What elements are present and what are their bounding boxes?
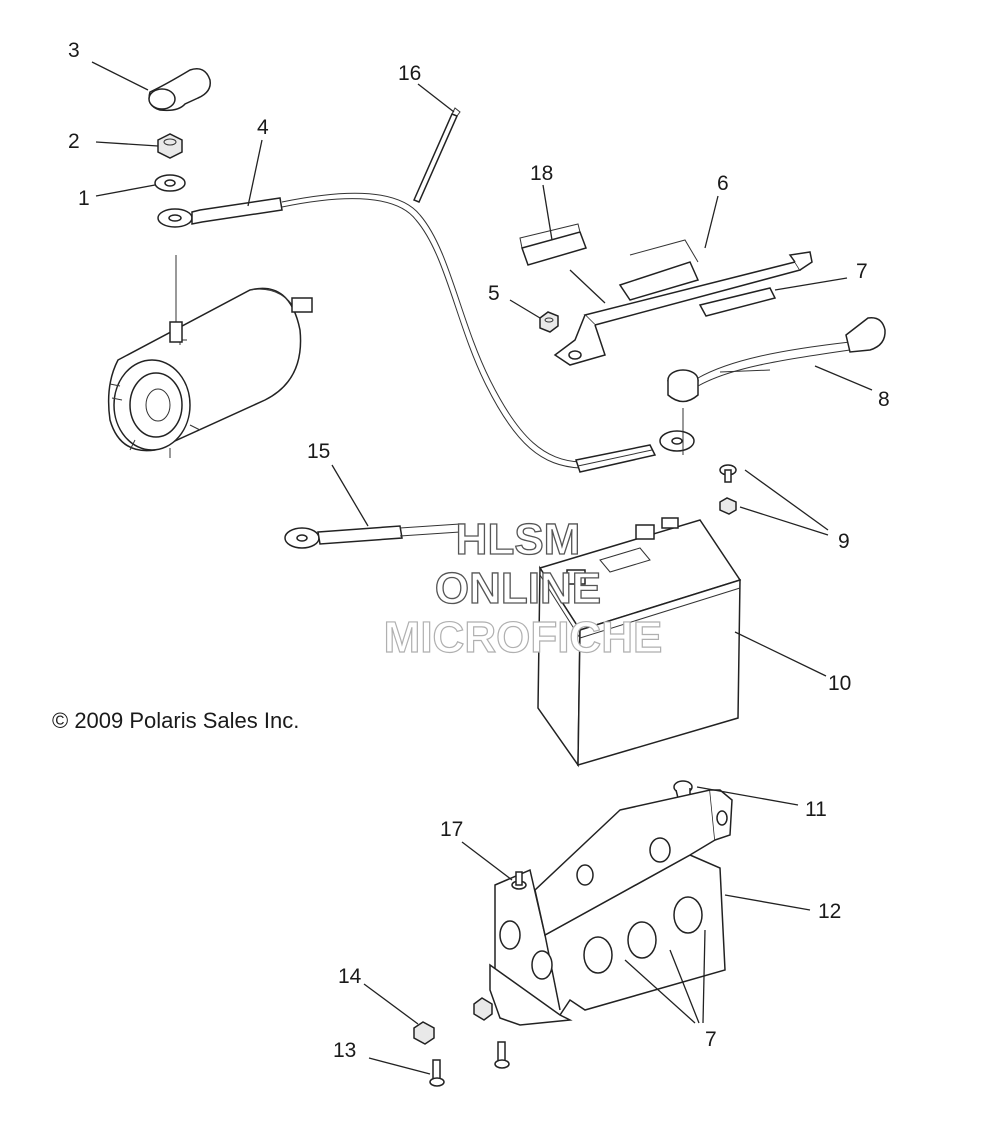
copyright-text: © 2009 Polaris Sales Inc. bbox=[52, 708, 299, 733]
part-13-bolt[interactable] bbox=[429, 1041, 510, 1087]
part-5-nut[interactable] bbox=[539, 311, 559, 333]
part-2-nut[interactable] bbox=[157, 133, 183, 159]
callout-labels: 3 2 1 4 16 18 6 5 7 8 9 10 15 11 12 17 1… bbox=[68, 39, 890, 1062]
callout-9: 9 bbox=[838, 530, 850, 553]
callout-4: 4 bbox=[257, 116, 269, 139]
callout-2: 2 bbox=[68, 130, 80, 153]
callout-7-lower: 7 bbox=[705, 1028, 717, 1051]
callout-16: 16 bbox=[398, 62, 421, 85]
watermark-line-2: ONLINE bbox=[435, 564, 601, 613]
callout-17: 17 bbox=[440, 818, 463, 841]
watermark-line-3: MICROFICHE bbox=[384, 613, 663, 662]
part-10-battery[interactable] bbox=[537, 517, 742, 768]
watermark: HLSM ONLINE MICROFICHE bbox=[383, 514, 663, 662]
part-6-bracket[interactable] bbox=[553, 239, 813, 366]
leader-lines bbox=[91, 61, 873, 1075]
part-9-bolt-nut[interactable] bbox=[719, 464, 737, 515]
part-12-battery-box[interactable] bbox=[489, 789, 733, 1026]
callout-12: 12 bbox=[818, 900, 841, 923]
callout-7-upper: 7 bbox=[856, 260, 868, 283]
part-17-stud[interactable] bbox=[511, 871, 527, 890]
callout-10: 10 bbox=[828, 672, 851, 695]
part-16-cable-tie[interactable] bbox=[412, 107, 461, 203]
part-8-negative-cable[interactable] bbox=[667, 317, 886, 455]
callout-14: 14 bbox=[338, 965, 362, 988]
callout-6: 6 bbox=[717, 172, 729, 195]
callout-11: 11 bbox=[805, 798, 827, 821]
part-4-positive-cable[interactable] bbox=[157, 192, 695, 473]
callout-8: 8 bbox=[878, 388, 890, 411]
watermark-line-1: HLSM bbox=[456, 515, 581, 564]
callout-5: 5 bbox=[488, 282, 500, 305]
part-7-pad-upper[interactable] bbox=[698, 287, 777, 317]
callout-13: 13 bbox=[333, 1039, 356, 1062]
part-14-nut[interactable] bbox=[413, 997, 493, 1045]
callout-15: 15 bbox=[307, 440, 330, 463]
callout-1: 1 bbox=[78, 187, 90, 210]
starter-motor[interactable] bbox=[107, 255, 313, 458]
part-18-pad[interactable] bbox=[519, 223, 587, 266]
callout-18: 18 bbox=[530, 162, 553, 185]
part-15-cable[interactable] bbox=[284, 523, 461, 549]
part-3-terminal-boot[interactable] bbox=[148, 68, 211, 112]
part-1-washer[interactable] bbox=[154, 174, 186, 192]
callout-3: 3 bbox=[68, 39, 80, 62]
